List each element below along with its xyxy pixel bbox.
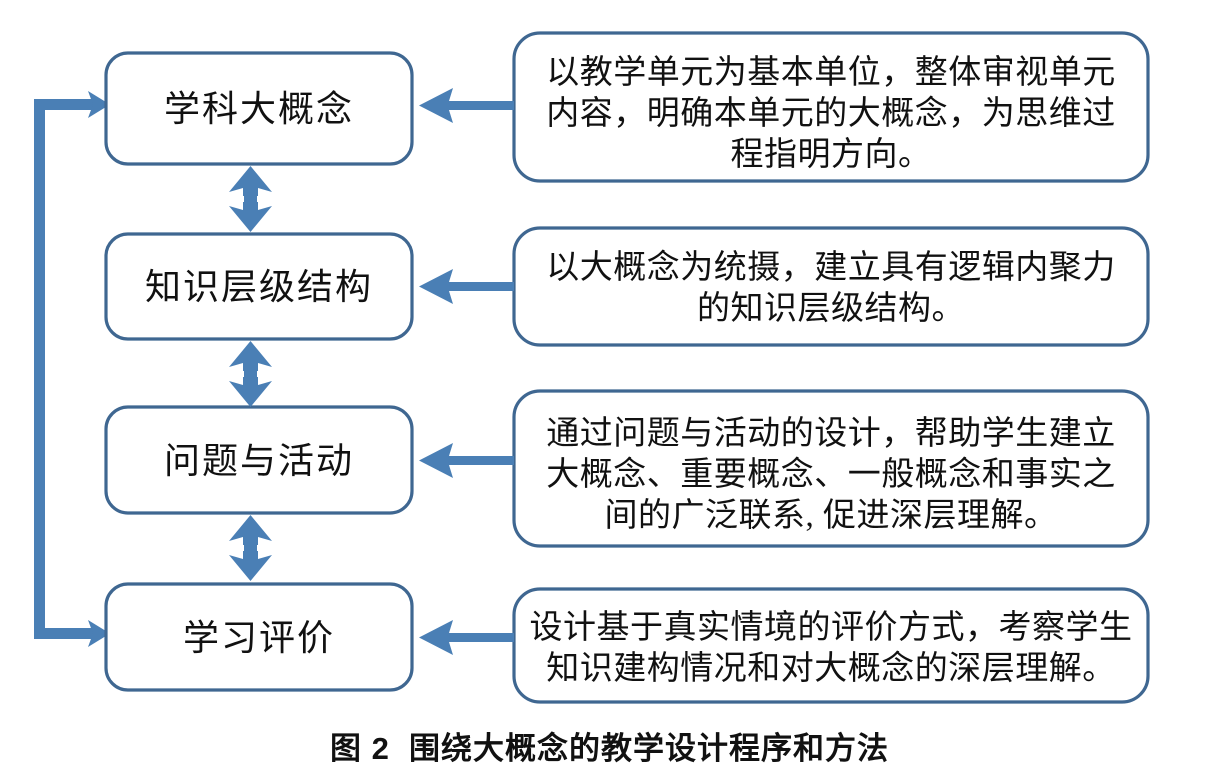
stage-box-1[interactable]: 学科大概念	[104, 51, 414, 166]
arrow-desc3-stage3	[419, 443, 514, 478]
desc-2-line-2: 的知识层级结构。	[697, 290, 965, 327]
desc-4-line-1: 设计基于真实情境的评价方式，考察学生	[530, 609, 1133, 646]
desc-4-line-2: 知识建构情况和对大概念的深层理解。	[546, 650, 1116, 687]
arrow-stage3-stage4	[229, 515, 272, 581]
description-box-3[interactable]: 通过问题与活动的设计，帮助学生建立 大概念、重要概念、一般概念和事实之 间的广泛…	[512, 389, 1150, 548]
desc-2-line-1: 以大概念为统摄，建立具有逻辑内聚力	[546, 249, 1116, 286]
feedback-loop-top-arrowhead	[88, 91, 110, 118]
arrow-desc2-stage2	[419, 269, 514, 304]
arrow-desc4-stage4	[419, 620, 514, 655]
stage-3-label: 问题与活动	[164, 441, 354, 481]
desc-3-line-3: 间的广泛联系, 促进深层理解。	[605, 497, 1058, 534]
stage-4-label: 学习评价	[183, 618, 335, 658]
desc-1-line-3: 程指明方向。	[731, 136, 932, 173]
arrow-stage2-stage3	[229, 341, 272, 407]
stage-2-label: 知识层级结构	[145, 267, 373, 307]
arrow-stage1-stage2	[229, 166, 272, 232]
description-box-1[interactable]: 以教学单元为基本单位，整体审视单元 内容，明确本单元的大概念，为思维过 程指明方…	[512, 31, 1150, 183]
arrow-desc1-stage1	[419, 88, 514, 123]
desc-1-line-1: 以教学单元为基本单位，整体审视单元	[546, 54, 1116, 91]
stage-box-2[interactable]: 知识层级结构	[104, 232, 414, 341]
figure-caption: 图 2 围绕大概念的教学设计程序和方法	[329, 731, 890, 766]
stage-box-4[interactable]: 学习评价	[104, 582, 414, 692]
desc-3-line-2: 大概念、重要概念、一般概念和事实之	[546, 456, 1116, 493]
description-box-4[interactable]: 设计基于真实情境的评价方式，考察学生 知识建构情况和对大概念的深层理解。	[512, 587, 1150, 704]
feedback-loop-bottom-arrowhead	[88, 620, 110, 647]
stage-1-label: 学科大概念	[164, 89, 354, 129]
stage-box-3[interactable]: 问题与活动	[104, 405, 414, 515]
feedback-loop	[34, 91, 110, 647]
desc-1-line-2: 内容，明确本单元的大概念，为思维过	[546, 95, 1116, 132]
desc-3-line-1: 通过问题与活动的设计，帮助学生建立	[546, 415, 1116, 452]
description-box-2[interactable]: 以大概念为统摄，建立具有逻辑内聚力 的知识层级结构。	[512, 226, 1150, 347]
